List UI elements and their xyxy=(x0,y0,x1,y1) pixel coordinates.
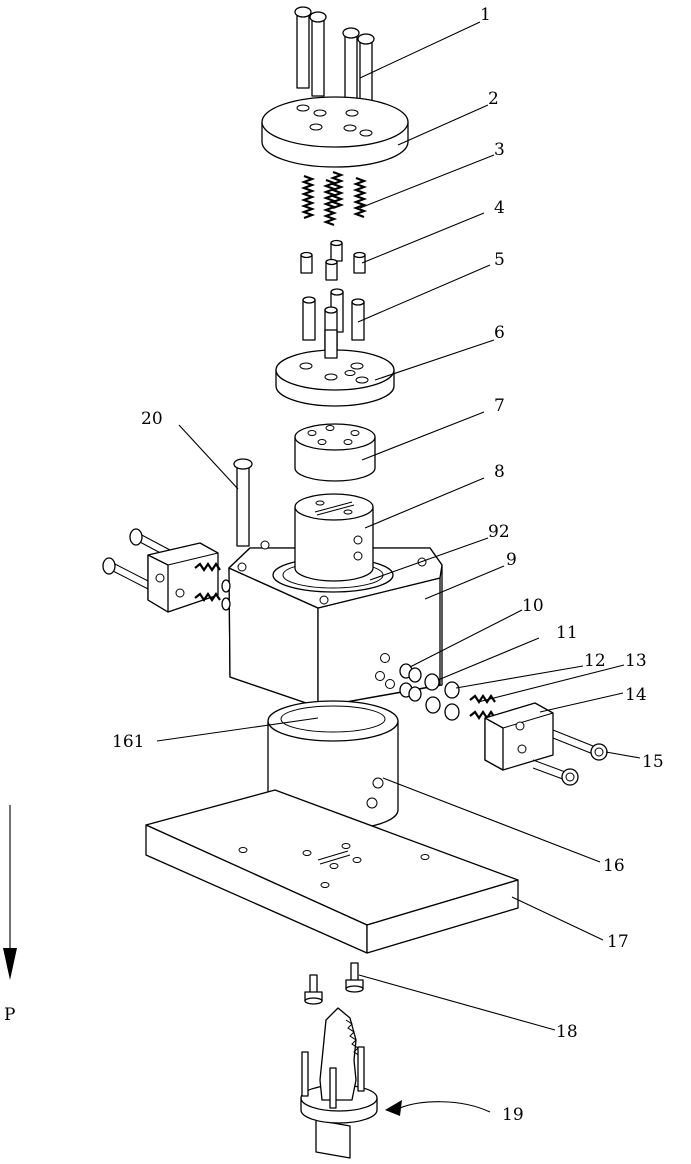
part-6-plate xyxy=(276,330,394,406)
part-2-top-plate xyxy=(262,97,408,167)
label-6: 6 xyxy=(494,323,505,343)
label-15: 15 xyxy=(642,752,664,772)
label-16: 16 xyxy=(603,856,625,876)
label-9: 9 xyxy=(506,550,517,570)
label-1: 1 xyxy=(480,5,491,25)
part-8-slotted-cylinder xyxy=(295,494,373,581)
label-13: 13 xyxy=(625,651,647,671)
part-17-base-plate xyxy=(146,790,518,953)
part-20-screw xyxy=(234,459,252,546)
label-19: 19 xyxy=(502,1105,524,1125)
label-2: 2 xyxy=(488,89,499,109)
label-14: 14 xyxy=(625,685,647,705)
label-7: 7 xyxy=(494,396,505,416)
label-10: 10 xyxy=(522,596,544,616)
label-92: 92 xyxy=(488,522,510,542)
left-clamp-assembly xyxy=(103,529,230,612)
label-18: 18 xyxy=(556,1022,578,1042)
part-18-small-screws xyxy=(305,963,363,1004)
direction-arrow-p xyxy=(3,805,17,980)
right-clamp-assembly xyxy=(400,664,607,785)
label-4: 4 xyxy=(494,198,505,218)
label-161: 161 xyxy=(112,732,144,752)
part-3-springs xyxy=(304,172,364,225)
part-7-cylinder xyxy=(295,424,375,481)
label-5: 5 xyxy=(494,250,505,270)
part-19-tool xyxy=(301,1008,377,1158)
label-p: P xyxy=(4,1005,15,1025)
label-3: 3 xyxy=(494,140,505,160)
label-8: 8 xyxy=(494,462,505,482)
label-12: 12 xyxy=(584,651,606,671)
label-17: 17 xyxy=(607,932,629,952)
part-4-short-pins xyxy=(301,241,365,281)
label-11: 11 xyxy=(556,623,578,643)
label-20: 20 xyxy=(141,409,163,429)
